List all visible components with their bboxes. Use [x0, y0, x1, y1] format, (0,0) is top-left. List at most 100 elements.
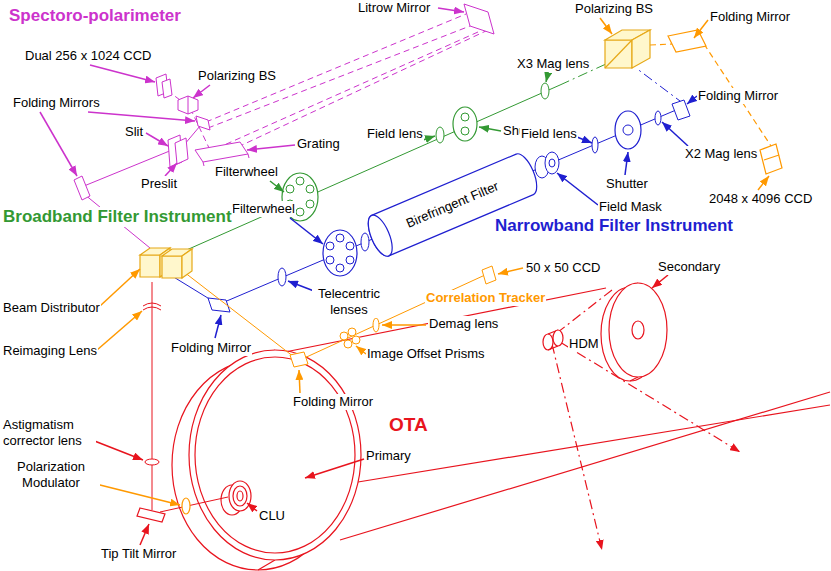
leader-arrows-part: [165, 163, 177, 176]
part-label: Dual 256 x 1024 CCD: [24, 48, 152, 64]
ota-telescope-part: [553, 290, 612, 336]
beam-distributor: [140, 248, 192, 278]
correlation-tracker-optics-part: [352, 336, 360, 344]
leader-arrows-part: [652, 275, 668, 288]
correlation-tracker-optics-part: [290, 352, 308, 367]
spectro-polarimeter-optics-part: [464, 4, 494, 34]
ota-telescope-part: [195, 357, 355, 553]
spectro-polarimeter-optics-part: [188, 96, 189, 114]
part-label: Filterwheel: [214, 164, 279, 180]
group-heading: Correlation Tracker: [425, 290, 546, 306]
leader-arrows-part: [577, 137, 592, 143]
part-label: CLU: [258, 508, 286, 524]
broadband-filter-optics-part: [461, 113, 469, 121]
optical-axis-part: [143, 303, 161, 306]
narrowband-filter-optics-part: [326, 256, 334, 264]
part-label: Astigmatism corrector lens: [2, 417, 96, 449]
spectro-polarimeter-optics-part: [222, 32, 478, 146]
ota-telescope-part: [552, 344, 602, 550]
optical-axis-part: [152, 282, 153, 510]
ota-telescope-part: [233, 486, 247, 506]
ota-telescope-part: [548, 346, 558, 350]
correlation-tracker-optics-part: [482, 266, 496, 284]
leader-arrows-part: [356, 346, 366, 354]
narrowband-filter-optics-part: [545, 152, 559, 174]
part-label: Shutter: [605, 176, 649, 192]
narrowband-filter-optics-part: [361, 233, 369, 251]
narrowband-filter-optics-part: [323, 230, 357, 276]
ota-telescope-part: [340, 392, 830, 540]
broadband-filter-optics-part: [541, 83, 549, 99]
leader-arrows-part: [215, 315, 221, 338]
part-label: Image Offset Prisms: [366, 346, 486, 362]
filtergraph-camera-optics-part: [760, 144, 782, 174]
ota-telescope-part: [258, 560, 275, 570]
leader-arrows-part: [40, 112, 77, 176]
part-label: Slit: [124, 124, 144, 140]
leader-arrows: [40, 8, 769, 545]
leader-arrows-part: [758, 176, 769, 190]
part-label: X2 Mag lens: [684, 146, 758, 162]
narrowband-filter-optics: [172, 68, 690, 312]
part-label: Field lens: [520, 126, 578, 142]
part-label: Folding Mirror: [170, 340, 252, 356]
part-label: Polarizing BS: [197, 68, 277, 84]
optical-axis: [137, 282, 228, 522]
part-label: Folding Mirror: [292, 394, 374, 410]
narrowband-filter-optics-part: [346, 256, 354, 264]
leader-arrows-part: [498, 268, 523, 274]
spectro-polarimeter-optics-part: [192, 112, 210, 150]
broadband-filter-optics-part: [436, 127, 444, 143]
leader-arrows-part: [382, 324, 426, 326]
broadband-filter-optics-part: [453, 107, 477, 141]
part-label: HDM: [568, 336, 600, 352]
narrowband-filter-optics-part: [655, 111, 661, 125]
part-label: Folding Mirrors: [12, 95, 101, 111]
ota-telescope-part: [358, 405, 830, 482]
leader-arrows-part: [694, 20, 708, 38]
ota-telescope-part: [630, 377, 638, 381]
ota-telescope-part: [560, 342, 740, 452]
leader-arrows-part: [247, 503, 257, 511]
leader-arrows-part: [97, 311, 142, 350]
narrowband-filter-optics-part: [326, 242, 334, 250]
ota-telescope-part: [189, 350, 361, 560]
optical-axis-part: [145, 459, 159, 465]
filtergraph-camera-optics-part: [605, 40, 632, 68]
filtergraph-camera-optics-part: [668, 30, 706, 52]
leader-arrows-part: [140, 524, 149, 545]
beam-distributor-part: [182, 249, 192, 278]
part-label: Folding Mirror: [709, 9, 791, 25]
narrowband-filter-optics-part: [636, 68, 684, 104]
leader-arrows-part: [88, 112, 195, 121]
ota-telescope-part: [632, 321, 644, 339]
broadband-filter-optics-part: [461, 127, 469, 135]
broadband-filter-optics-part: [296, 208, 304, 216]
spectro-polarimeter-optics-part: [74, 176, 90, 200]
beam-distributor-part: [140, 255, 160, 277]
narrowband-filter-optics-part: [336, 264, 344, 272]
ota-telescope-part: [553, 330, 563, 346]
leader-arrows-part: [438, 8, 464, 12]
leader-arrows-part: [193, 85, 210, 98]
part-label: Grating: [296, 136, 341, 152]
part-label: Telecentric lenses: [312, 286, 386, 318]
broadband-filter-optics-part: [306, 200, 314, 208]
ota-telescope: [172, 283, 830, 570]
leader-arrows-part: [687, 96, 697, 104]
narrowband-filter-optics-part: [346, 242, 354, 250]
spectro-polarimeter-optics-part: [240, 30, 488, 146]
spectro-polarimeter-optics-part: [248, 154, 249, 158]
part-label: Beam Distributor: [2, 300, 101, 316]
ota-telescope-part: [229, 481, 251, 511]
part-label: Polarizing BS: [574, 1, 654, 17]
leader-arrows-part: [305, 459, 364, 478]
narrowband-filter-optics-part: [623, 125, 633, 135]
narrowband-filter-optics-part: [592, 137, 598, 153]
narrowband-filter-optics-part: [222, 110, 676, 303]
part-label: Preslit: [140, 176, 178, 192]
part-label: Reimaging Lens: [2, 343, 98, 359]
cylinder-end: [363, 212, 397, 260]
